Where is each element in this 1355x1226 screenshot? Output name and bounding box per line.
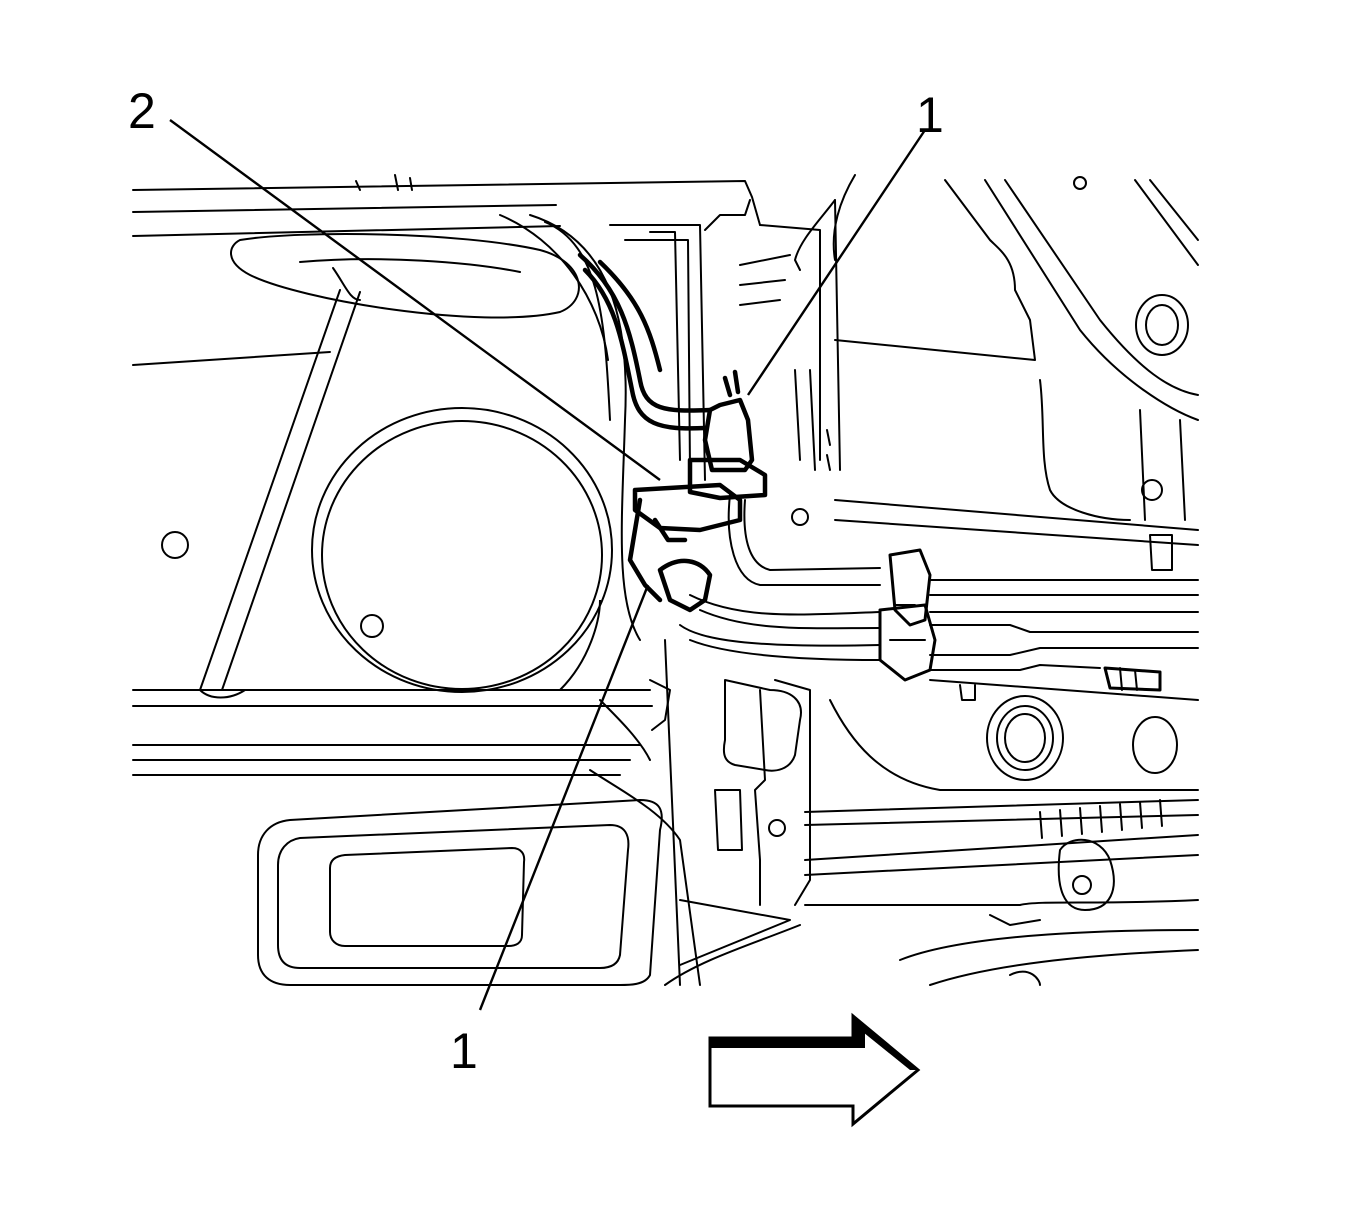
callout-1-bottom: 1 (450, 1023, 478, 1079)
callout-1-top: 1 (916, 87, 944, 143)
floor-right (804, 679, 1199, 986)
center-pillar (609, 174, 856, 481)
callout-2: 2 (128, 83, 156, 139)
leader-lines (169, 119, 926, 1011)
harness-route (679, 494, 1199, 692)
leader-2 (169, 119, 661, 481)
arrow-right-icon (708, 1012, 921, 1128)
bolt-holes (161, 176, 1163, 895)
lower-bracket (649, 639, 811, 986)
diagonal-strut (199, 267, 361, 699)
right-structure (834, 179, 1199, 571)
lower-panel (257, 699, 701, 986)
wheel-housing (311, 214, 641, 693)
leader-1-top (747, 129, 926, 396)
wiring-harness (577, 252, 768, 613)
body-panel-left (132, 174, 761, 776)
leader-1-bottom (478, 584, 650, 1011)
